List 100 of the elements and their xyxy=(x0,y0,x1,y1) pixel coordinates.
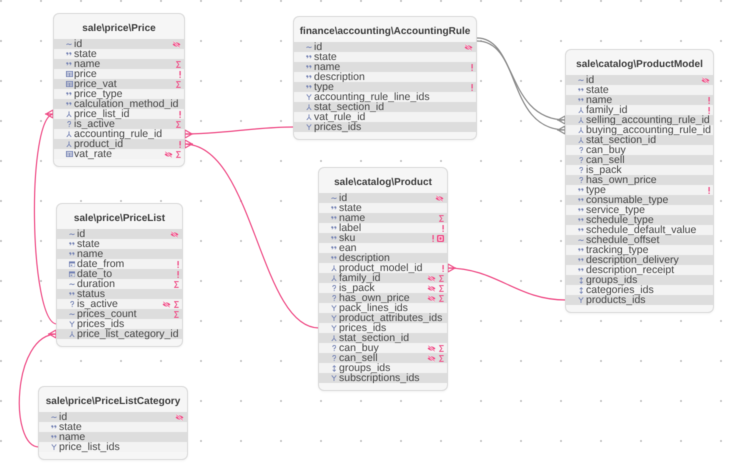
field-name: id xyxy=(586,75,594,85)
field-name: product_id xyxy=(74,139,124,149)
field-name: is_active xyxy=(74,119,115,129)
table-row xyxy=(566,105,713,115)
relation-connector xyxy=(18,330,58,448)
table-row xyxy=(294,72,476,82)
table-row xyxy=(319,233,447,243)
table-title: finance\accounting\AccountingRule xyxy=(300,26,470,38)
table-row xyxy=(54,99,184,109)
table-row xyxy=(566,165,713,175)
field-name: price_list_id xyxy=(74,109,130,119)
field-name: id xyxy=(59,412,68,422)
table-row xyxy=(566,245,713,255)
entity-table xyxy=(565,49,714,313)
table-row xyxy=(319,223,447,233)
field-name: label xyxy=(339,223,362,233)
entity-table xyxy=(318,167,448,391)
field-name: calculation_method_id xyxy=(74,99,178,109)
table-row xyxy=(54,119,184,129)
table-row xyxy=(57,279,182,289)
entity-table xyxy=(56,203,183,347)
table-row xyxy=(566,145,713,155)
table-row xyxy=(54,49,184,59)
relation-connector xyxy=(446,263,566,301)
field-name: name xyxy=(77,249,104,259)
field-name: schedule_offset xyxy=(586,235,660,245)
table-title: sale\price\PriceListCategory xyxy=(46,396,180,408)
field-name: prices_ids xyxy=(339,323,386,333)
field-name: vat_rate xyxy=(74,149,112,159)
field-name: price xyxy=(74,69,97,79)
field-name: prices_ids xyxy=(314,122,362,132)
table-row xyxy=(566,195,713,205)
table-row xyxy=(566,175,713,185)
table-title: sale\catalog\Product xyxy=(334,177,432,189)
table-row xyxy=(319,253,447,263)
table-row xyxy=(319,273,447,283)
table-row xyxy=(566,235,713,245)
table-row xyxy=(294,62,476,72)
field-name: date_to xyxy=(77,269,112,279)
table-row xyxy=(57,309,182,319)
field-name: price_vat xyxy=(74,79,117,89)
field-name: price_list_category_id xyxy=(77,329,179,339)
field-name: description xyxy=(314,72,365,82)
field-name: buying_accounting_rule_id xyxy=(586,125,711,135)
entity-table xyxy=(293,16,477,140)
table-row xyxy=(319,323,447,333)
table-row xyxy=(54,39,184,49)
table-row xyxy=(566,285,713,295)
entity-table xyxy=(53,13,185,167)
table-row xyxy=(319,243,447,253)
table-row xyxy=(39,412,187,422)
table-row xyxy=(57,319,182,329)
table-row xyxy=(566,295,713,305)
table-row xyxy=(319,313,447,323)
field-name: schedule_default_value xyxy=(586,225,696,235)
table-row xyxy=(54,129,184,139)
table-row xyxy=(566,95,713,105)
field-name: date_from xyxy=(77,259,124,269)
table-row xyxy=(294,42,476,52)
table-row xyxy=(319,203,447,213)
table-row xyxy=(57,269,182,279)
table-row xyxy=(57,259,182,269)
table-row xyxy=(319,213,447,223)
field-name: can_buy xyxy=(586,145,626,155)
field-name: id xyxy=(339,193,348,203)
field-name: state xyxy=(77,239,100,249)
field-name: state xyxy=(74,49,97,59)
relation-connector xyxy=(34,110,58,324)
table-row xyxy=(566,255,713,265)
relation-connector xyxy=(184,126,294,139)
field-name: is_pack xyxy=(339,283,375,293)
field-name: groups_ids xyxy=(586,275,638,285)
field-name: accounting_rule_line_ids xyxy=(314,92,430,102)
relation-connector xyxy=(183,140,320,329)
table-row xyxy=(54,109,184,119)
table-row xyxy=(294,112,476,122)
field-name: id xyxy=(74,39,82,49)
field-name: description xyxy=(339,253,390,263)
field-name: id xyxy=(314,42,322,52)
field-name: name xyxy=(339,213,366,223)
table-row xyxy=(39,432,187,442)
field-name: stat_section_id xyxy=(339,333,410,343)
table-row xyxy=(319,293,447,303)
table-row xyxy=(57,289,182,299)
table-row xyxy=(566,135,713,145)
field-name: accounting_rule_id xyxy=(74,129,162,139)
field-name: stat_section_id xyxy=(586,135,656,145)
table-row xyxy=(294,52,476,62)
field-name: categories_ids xyxy=(586,285,654,295)
table-row xyxy=(319,333,447,343)
field-name: subscriptions_ids xyxy=(339,373,420,383)
field-name: selling_accounting_rule_id xyxy=(586,115,710,125)
field-name: name xyxy=(74,59,100,69)
field-name: can_buy xyxy=(339,343,379,353)
field-name: name xyxy=(59,432,86,442)
field-name: description_receipt xyxy=(586,265,674,275)
table-row xyxy=(566,265,713,275)
field-name: can_sell xyxy=(339,353,378,363)
table-row xyxy=(57,229,182,239)
table-row xyxy=(294,82,476,92)
